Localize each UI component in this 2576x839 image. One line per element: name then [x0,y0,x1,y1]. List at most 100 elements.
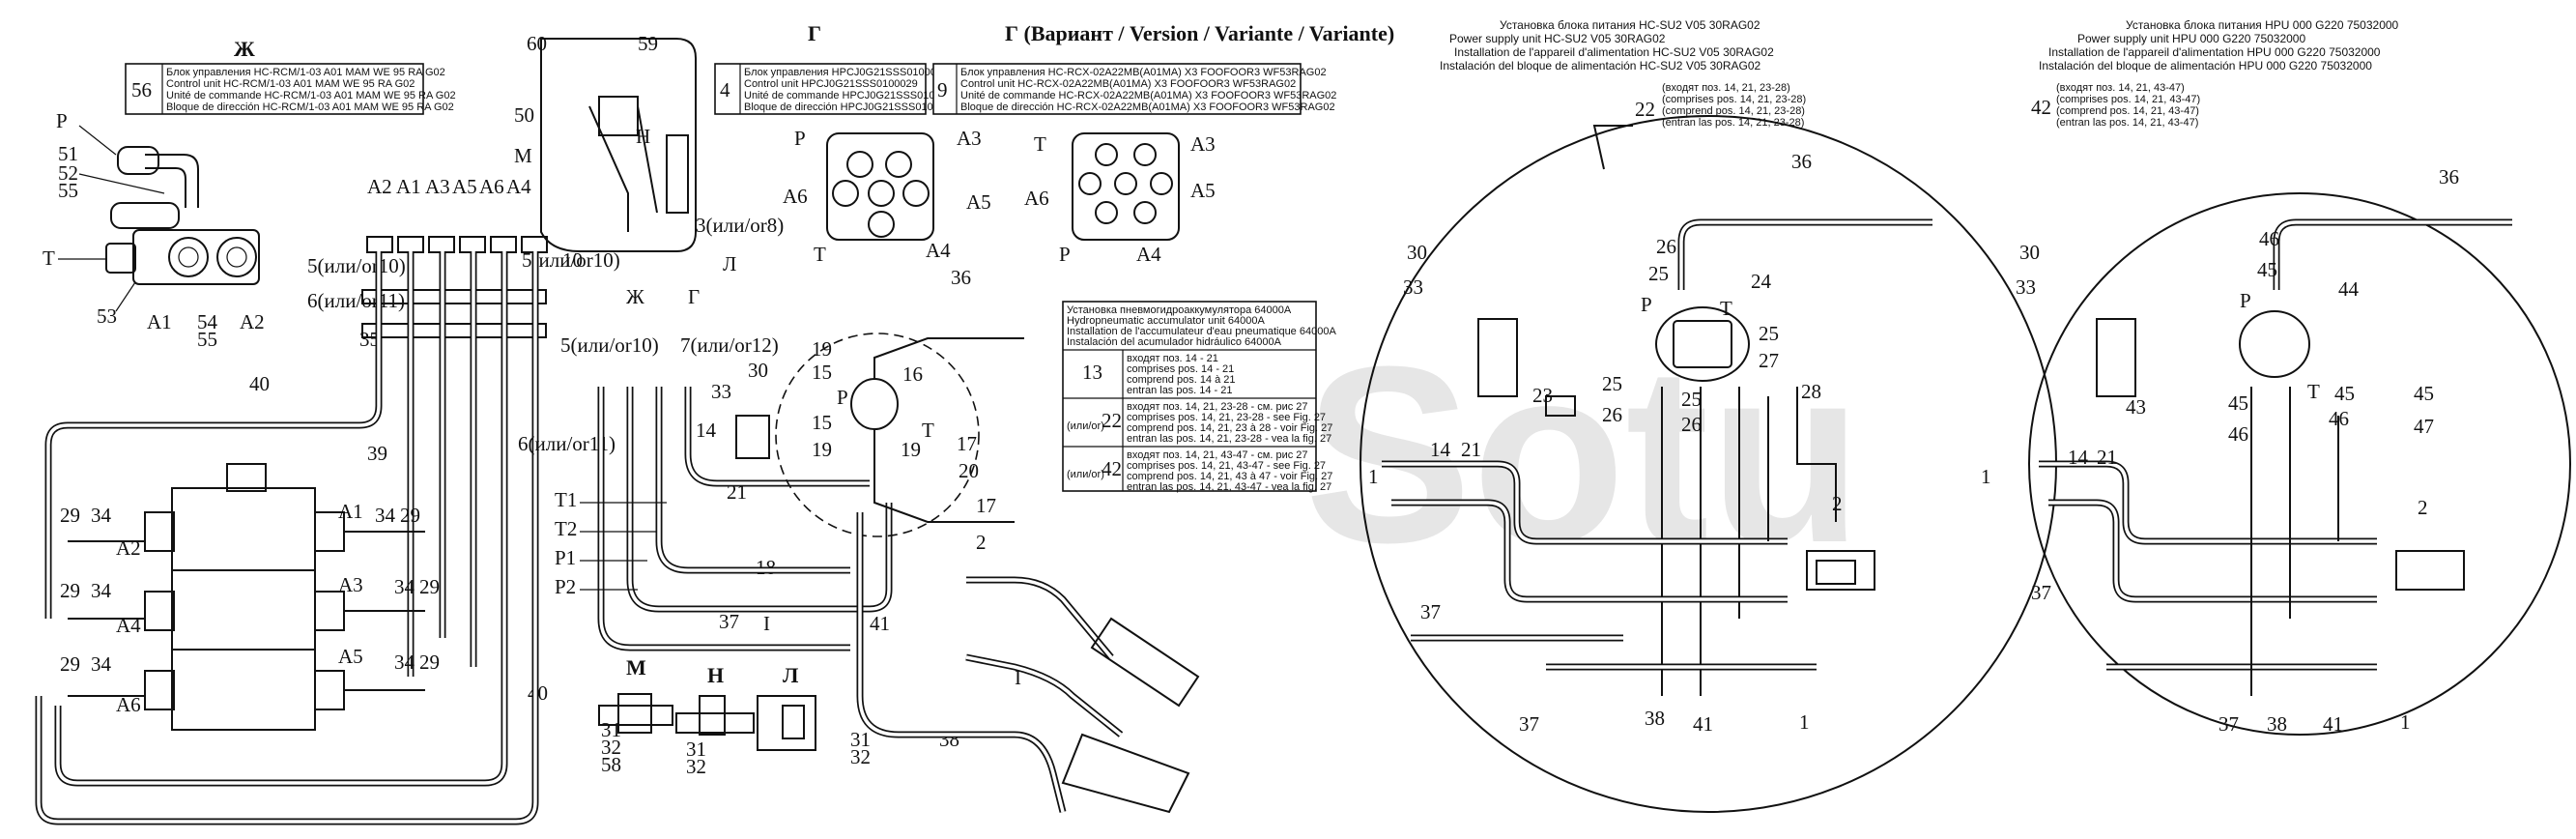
pu2-note-1: (входят поз. 14, 21, 43-47) [2056,82,2185,94]
pu1-callout-28: 28 [1801,380,1821,403]
callout-41-mid: 41 [870,612,890,635]
pu1-callout-25-left: 25 [1602,372,1622,395]
label-a4-dist: A4 [116,614,141,637]
accum-row-1-line-4: entran las pos. 14 - 21 [1127,385,1232,396]
callout-39: 39 [367,442,387,465]
accum-row-2-line-3: comprend pos. 14, 21, 23 à 28 - voir Fig… [1127,422,1332,434]
label-a6-face-b: A6 [1024,187,1049,210]
callout-29-c: 29 [60,652,80,676]
callout-19-right: 19 [901,438,921,461]
callout-55-left: 55 [58,179,78,202]
pu1-callout-36: 36 [1791,150,1812,173]
callout-19-top: 19 [812,337,832,361]
pu2-callout-30: 30 [2019,241,2040,264]
callout-29-d: 29 [400,504,420,527]
accum-row-3-line-1: входят поз. 14, 21, 43-47 - см. рис 27 [1127,449,1308,461]
label-a4-face-b: A4 [1136,243,1161,266]
roman-i-mid: I [763,612,770,635]
box-4-number: 4 [720,78,730,101]
section-zh-label: Ж [234,37,255,61]
callout-34-c: 34 [91,652,112,676]
accum-or-label-2: (или/or) [1067,469,1104,480]
pu1-note-3: (comprend pos. 14, 21, 23-28) [1662,105,1805,117]
label-p-accum: P [837,386,848,409]
accum-or-label-1: (или/or) [1067,420,1104,432]
accum-title-4: Instalación del acumulador hidráulico 64… [1067,336,1282,348]
roman-i-right: I [1015,666,1021,689]
accum-row-3-line-4: entran las pos. 14, 21, 43-47 - vea la f… [1127,481,1331,493]
pu1-callout-1-bottom: 1 [1799,710,1810,734]
box-9: 9 Блок управления HC-RCX-02A22MB(A01MA) … [932,63,1336,115]
callout-34-d: 34 [375,504,396,527]
pu1-title-4: Instalación del bloque de alimentación H… [1440,59,1761,72]
callout-19-bottom: 19 [812,438,832,461]
pu1-callout-1-left: 1 [1368,465,1379,488]
label-t1: T1 [555,488,577,511]
pu1-title-2: Power supply unit HC-SU2 V05 30RAG02 [1449,32,1666,45]
box-56-line-1: Блок управления HC-RCM/1-03 A01 MAM WE 9… [166,67,445,78]
box-9-number: 9 [937,78,948,101]
callout-50: 50 [514,103,534,127]
callout-10-joystick: 10 [562,248,583,272]
label-p-face-a: P [794,127,806,150]
callout-3or8: 3(или/or8) [696,214,784,237]
pu1-callout-24: 24 [1751,270,1772,293]
detail-m-58: 58 [601,753,621,776]
callout-30-mid: 30 [748,359,768,382]
pu1-callout-25-mid: 25 [1681,388,1702,411]
label-t-face-a: T [814,243,826,266]
pu1-label-p: P [1641,293,1652,316]
pu1-callout-21: 21 [1461,438,1481,461]
section-g-label: Г [808,21,821,45]
box-4-line-2: Control unit HPCJ0G21SSS0100029 [744,78,918,90]
callout-54: 54 [197,310,218,333]
label-p2: P2 [555,575,576,598]
pu1-callout-37-b: 37 [1519,712,1539,736]
pu1-callout-30: 30 [1407,241,1427,264]
callout-33-mid: 33 [711,380,731,403]
label-a1-dist: A1 [338,500,363,523]
accum-row-3-line-3: comprend pos. 14, 21, 43 à 47 - voir Fig… [1127,471,1332,482]
callout-15-top: 15 [812,361,832,384]
pu1-note-2: (comprises pos. 14, 21, 23-28) [1662,94,1806,105]
pu1-title-1: Установка блока питания HC-SU2 V05 30RAG… [1500,18,1760,32]
callout-29-e: 29 [419,575,440,598]
detail-m-31: 31 [601,718,621,741]
box-9-line-1: Блок управления HC-RCX-02A22MB(A01MA) X3… [960,67,1327,78]
control-valve-block [105,146,260,285]
section-g-variant-label: Г (Вариант / Version / Variante / Varian… [1005,21,1394,45]
box-56-line-4: Bloque de dirección HC-RCM/1-03 A01 MAM … [166,101,454,113]
joystick-detail: 60 59 50 М Н 10 3(или/or8) Л Ж Г [514,32,784,308]
pu1-callout-23: 23 [1532,384,1553,407]
label-a5-row: A5 [452,175,477,198]
pu1-callout-25-top: 25 [1648,262,1669,285]
label-m-joystick: М [514,144,532,167]
detail-views: М Н Л 31 32 58 31 32 31 32 [598,655,871,778]
callout-34-e: 34 [394,575,415,598]
callout-7or12: 7(или/or12) [680,333,779,357]
pu2-callout-46-mid: 46 [2329,407,2349,430]
pu2-number: 42 [2031,96,2051,119]
accum-row-1-number: 13 [1082,361,1102,384]
label-l-joystick: Л [723,252,736,275]
pu2-callout-41: 41 [2323,712,2343,736]
pu1-callout-26-left: 26 [1602,403,1622,426]
section-zh: Ж 56 Блок управления HC-RCM/1-03 A01 MAM… [35,37,620,825]
pu2-callout-36: 36 [2439,165,2459,188]
power-unit-2-detail: Установка блока питания HPU 000 G220 750… [1981,18,2571,736]
pu2-callout-2: 2 [2418,496,2428,519]
label-a6-row: A6 [479,175,504,198]
valve-face-b: T A3 A6 A5 P A4 [1024,132,1216,266]
pu1-callout-37-a: 37 [1420,600,1441,623]
label-t-left: T [43,246,55,270]
callout-37-mid: 37 [719,610,739,633]
detail-n-31: 31 [686,738,706,761]
pu2-note-4: (entran las pos. 14, 21, 43-47) [2056,117,2198,129]
pu1-callout-27: 27 [1759,349,1779,372]
box-4-line-1: Блок управления HPCJ0G21SSS0100029 [744,67,948,78]
label-p-left: P [56,109,68,132]
callout-17: 17 [957,432,977,455]
pu1-callout-2: 2 [1832,492,1843,515]
pu1-callout-26-top: 26 [1656,235,1676,258]
